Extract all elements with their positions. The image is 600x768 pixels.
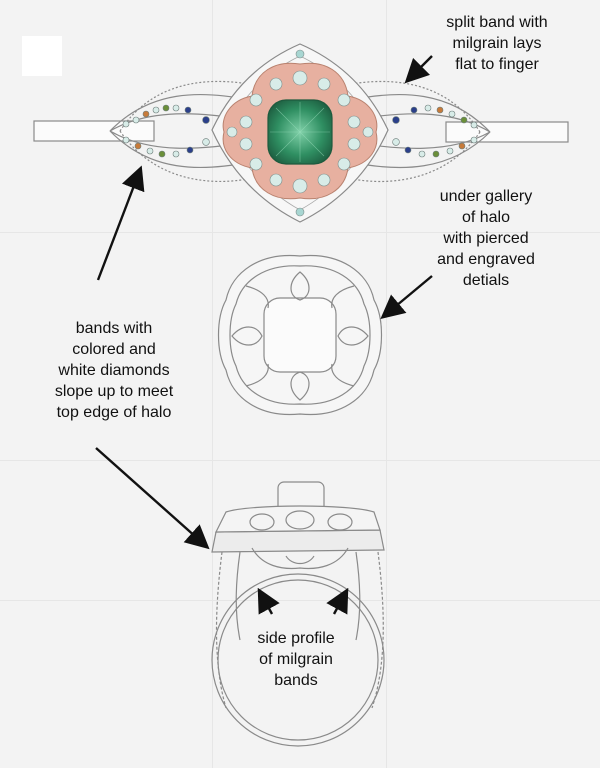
arrow-icon bbox=[95, 55, 433, 615]
side-profile-sketch bbox=[211, 481, 385, 747]
top-view-halo bbox=[211, 43, 389, 223]
background-grid-line bbox=[386, 0, 387, 768]
under-gallery-sketch bbox=[217, 254, 383, 416]
background-grid-line bbox=[0, 232, 600, 233]
split-band-annotation: split band with milgrain lays flat to fi… bbox=[446, 14, 548, 73]
background-grid-line bbox=[212, 0, 213, 768]
background-grid-line bbox=[0, 600, 600, 601]
side-profile-annotation: side profile of milgrain bands bbox=[257, 630, 335, 689]
band-gems bbox=[122, 104, 478, 158]
under-gallery-annotation: under gallery of halo with pierced and e… bbox=[437, 188, 535, 289]
background-grid-line bbox=[0, 460, 600, 461]
white-patch bbox=[22, 36, 62, 76]
bands-colored-annotation: bands with colored and white diamonds sl… bbox=[54, 320, 174, 421]
